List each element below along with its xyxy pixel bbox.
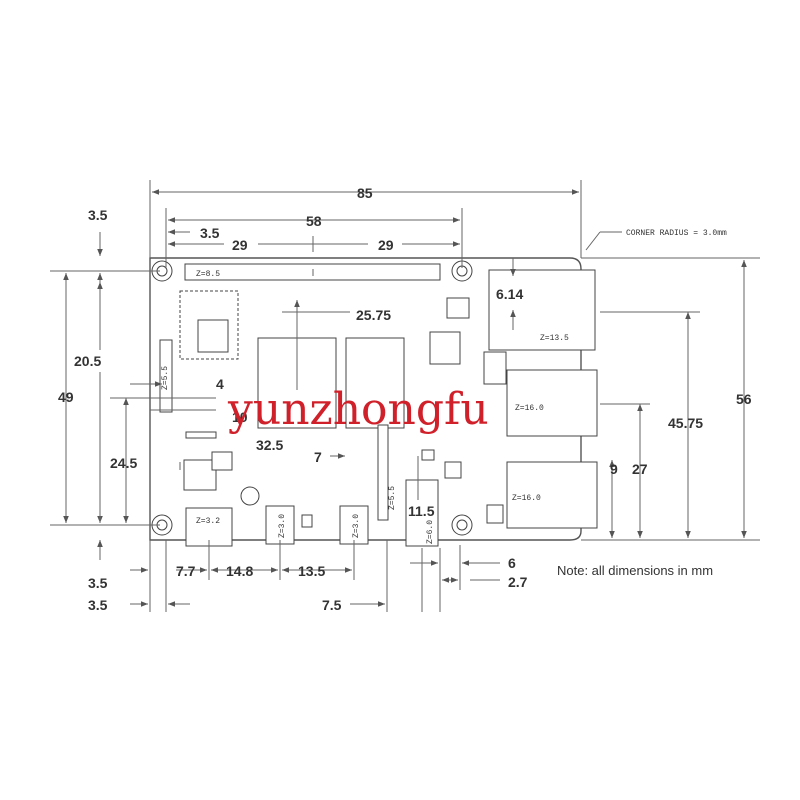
gpio-header: Z=8.5 xyxy=(184,263,441,281)
ports: Z=13.5 Z=16.0 Z=16.0 Z=3.2 Z=3.0 Z=3.0 Z… xyxy=(161,269,598,547)
audio-jack xyxy=(405,479,439,547)
z-audio-label: Z=6.0 xyxy=(426,520,435,544)
usb-port-upper xyxy=(506,369,598,437)
hdmi-port-2 xyxy=(339,505,369,545)
corner-radius-label: CORNER RADIUS = 3.0mm xyxy=(626,229,727,238)
dim-56: 56 xyxy=(736,391,752,407)
z-header-label: Z=8.5 xyxy=(196,270,220,279)
z-eth-label: Z=13.5 xyxy=(540,334,569,343)
z-usb2-label: Z=16.0 xyxy=(512,494,541,503)
dim-27: 27 xyxy=(632,461,648,477)
dim-20-5: 20.5 xyxy=(74,353,101,369)
ram-chip xyxy=(345,337,405,429)
dim-7-5: 7.5 xyxy=(322,597,342,613)
dim-6: 6 xyxy=(508,555,516,571)
z-usbc-label: Z=3.2 xyxy=(196,517,220,526)
z-cam-label: Z=5.5 xyxy=(161,366,170,390)
dim-14-8: 14.8 xyxy=(226,563,253,579)
z-hdmi1-label: Z=3.0 xyxy=(278,514,287,538)
dim-25-75: 25.75 xyxy=(356,307,391,323)
dim-3-5-top: 3.5 xyxy=(88,207,108,223)
dimension-lines xyxy=(50,180,760,612)
units-note: Note: all dimensions in mm xyxy=(557,563,713,578)
dim-6-14: 6.14 xyxy=(496,286,523,302)
dim-4: 4 xyxy=(216,376,224,392)
dim-3-5-top-inner: 3.5 xyxy=(200,225,220,241)
dim-2-7: 2.7 xyxy=(508,574,528,590)
dim-3-5-bottom-a: 3.5 xyxy=(88,575,108,591)
dim-85: 85 xyxy=(357,185,373,201)
display-connector xyxy=(159,339,173,413)
dim-45-75: 45.75 xyxy=(668,415,703,431)
z-disp-label: Z=5.5 xyxy=(388,486,397,510)
dim-29-left: 29 xyxy=(232,237,248,253)
dim-11-5: 11.5 xyxy=(408,503,435,519)
z-usb1-label: Z=16.0 xyxy=(515,404,544,413)
dim-7-7: 7.7 xyxy=(176,563,196,579)
camera-connector xyxy=(377,424,389,521)
dim-29-right: 29 xyxy=(378,237,394,253)
dim-13-5: 13.5 xyxy=(298,563,325,579)
dim-49: 49 xyxy=(58,389,74,405)
components xyxy=(159,290,507,528)
dim-7: 7 xyxy=(314,449,322,465)
dim-9: 9 xyxy=(610,461,618,477)
dim-10: 10 xyxy=(232,409,248,425)
dimension-labels: 85 58 29 29 3.5 3.5 49 20.5 24.5 4 10 32… xyxy=(58,185,752,613)
dim-58: 58 xyxy=(306,213,322,229)
usb-port-lower xyxy=(506,461,598,529)
hdmi-port-1 xyxy=(265,505,295,545)
ethernet-port xyxy=(488,269,596,351)
dim-24-5: 24.5 xyxy=(110,455,137,471)
dim-3-5-bottom-b: 3.5 xyxy=(88,597,108,613)
z-hdmi2-label: Z=3.0 xyxy=(352,514,361,538)
dim-32-5: 32.5 xyxy=(256,437,283,453)
watermark: yunzhongfu xyxy=(227,384,489,435)
